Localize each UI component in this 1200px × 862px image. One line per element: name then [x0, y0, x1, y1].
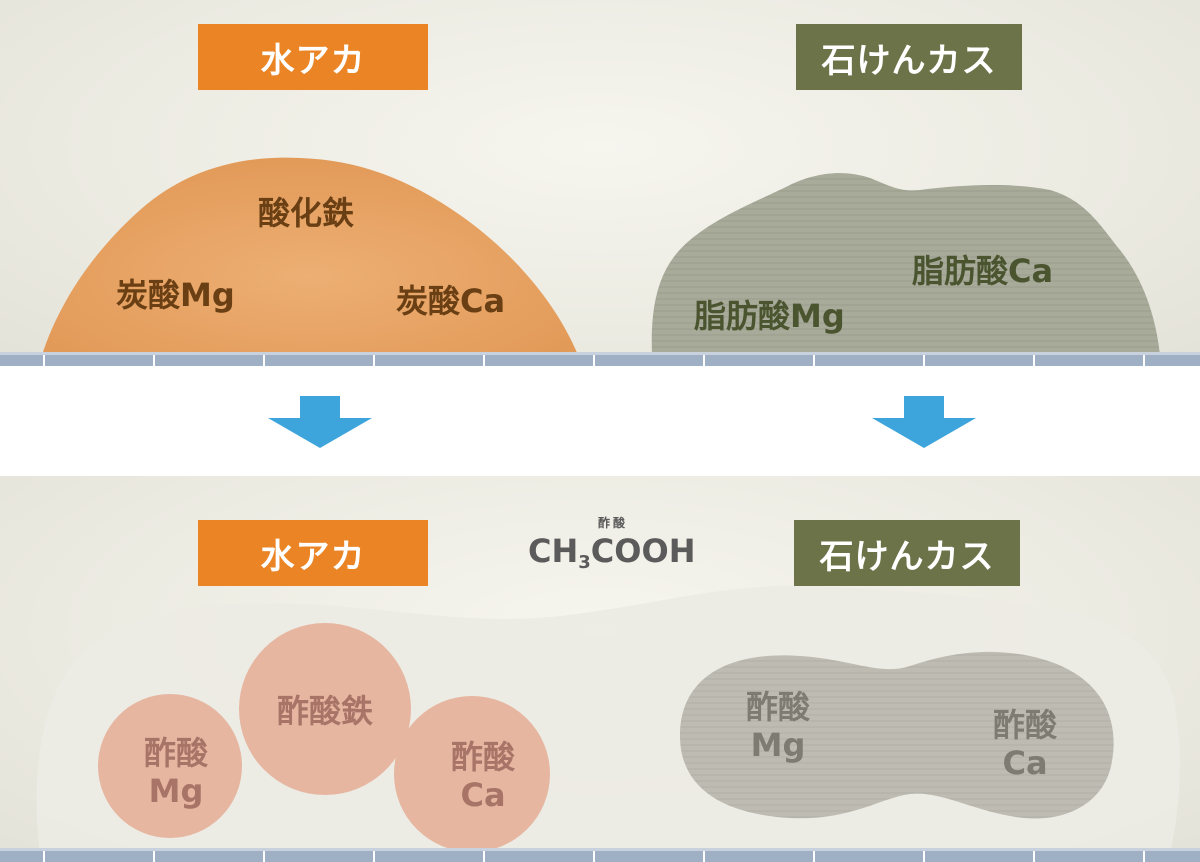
bottom-left-item-3-line1: 酢酸: [451, 738, 516, 776]
bottom-right-item-2-line2: Ca: [1002, 744, 1047, 782]
bottom-soap-scum-label-text: 石けんカス: [819, 536, 995, 577]
bottom-right-item-1-line2: Mg: [751, 726, 806, 764]
bottom-soap-scum-label: 石けんカス: [794, 520, 1020, 586]
formula-prefix: CH: [528, 532, 579, 570]
bottom-left-item-3-line2: Ca: [460, 776, 505, 814]
top-right-item-2: 脂肪酸Mg: [694, 297, 845, 335]
top-illustration: 酸化鉄 炭酸Mg 炭酸Ca 脂肪酸Ca 脂肪酸Mg: [0, 157, 1200, 366]
top-left-item-2: 炭酸Mg: [116, 276, 235, 314]
acetic-acid-formula: 酢酸 CH3COOH: [528, 514, 728, 584]
bottom-water-scale-label: 水アカ: [198, 520, 428, 586]
bottom-left-item-1-line1: 酢酸: [144, 734, 209, 772]
bottom-right-item-2-line1: 酢酸: [993, 706, 1058, 744]
top-left-item-3: 炭酸Ca: [396, 282, 505, 320]
water-scale-mound: [42, 157, 578, 355]
formula-suffix: COOH: [590, 532, 696, 570]
top-water-scale-label-text: 水アカ: [260, 40, 366, 81]
soap-scum-mound: [651, 173, 1160, 355]
top-soap-scum-label: 石けんカス: [796, 24, 1022, 90]
down-arrow-left-icon: [268, 396, 372, 448]
top-water-scale-label: 水アカ: [198, 24, 428, 90]
bottom-panel: 酢酸 Mg 酢酸鉄 酢酸 Ca 酢酸 Mg 酢酸 Ca 水アカ 石けんカス: [0, 476, 1200, 862]
formula-subscript: 3: [578, 552, 591, 573]
down-arrow-right-icon: [872, 396, 976, 448]
acetic-acid-ruby: 酢酸: [598, 516, 629, 530]
bottom-illustration: 酢酸 Mg 酢酸鉄 酢酸 Ca 酢酸 Mg 酢酸 Ca: [0, 585, 1200, 862]
top-panel: 酸化鉄 炭酸Mg 炭酸Ca 脂肪酸Ca 脂肪酸Mg 水アカ 石けんカス: [0, 0, 1200, 366]
acetic-acid-formula-text: CH3COOH: [528, 532, 695, 573]
top-soap-scum-label-text: 石けんカス: [821, 40, 997, 81]
top-left-item-1: 酸化鉄: [258, 194, 354, 232]
bottom-right-item-1-line1: 酢酸: [746, 688, 811, 726]
bottom-left-item-2-line1: 酢酸鉄: [277, 692, 373, 730]
bottom-water-scale-label-text: 水アカ: [260, 536, 366, 577]
bottom-left-item-1-line2: Mg: [149, 772, 204, 810]
top-right-item-1: 脂肪酸Ca: [912, 252, 1053, 290]
